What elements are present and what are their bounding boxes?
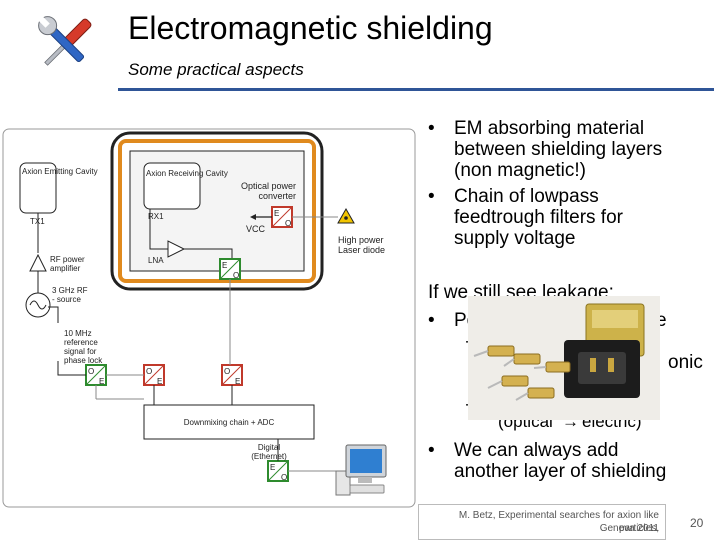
filter-photo xyxy=(468,296,660,420)
bullet-dot: • xyxy=(428,440,435,461)
footer-line1: M. Betz, Experimental searches for axion… xyxy=(458,510,659,534)
converter-e-label: E xyxy=(99,377,105,386)
bullet-dot: • xyxy=(428,186,435,207)
bullet-layer-line2: another layer of shielding xyxy=(454,461,667,482)
rf-source-label: 3 GHz RF - source xyxy=(52,286,88,304)
vcc-label: VCC xyxy=(246,224,266,234)
bullet-dot: • xyxy=(428,310,435,331)
bullet-absorbing-line3: (non magnetic!) xyxy=(454,160,587,181)
converter-o-label: O xyxy=(146,367,153,376)
converter-e-label: E xyxy=(274,209,280,218)
bullet-partial-end: e xyxy=(656,310,667,331)
bullet-absorbing-line2: between shielding layers xyxy=(454,139,663,160)
tx1-label: TX1 xyxy=(30,217,45,226)
rf-amplifier-label: RF power amplifier xyxy=(50,255,85,273)
tools-icon xyxy=(30,8,102,80)
sine-source-icon xyxy=(25,292,51,318)
digital-ethernet-label: Digital (Ethernet) xyxy=(251,443,287,461)
bullet-filters-line2: feedtrough filters for xyxy=(454,207,623,228)
bullet-filters-line3: supply voltage xyxy=(454,228,576,249)
downmixing-chain-label: Downmixing chain + ADC xyxy=(183,418,275,427)
slide-title: Electromagnetic shielding xyxy=(128,10,493,46)
bullet-layer-line1: We can always add xyxy=(454,440,619,461)
converter-o-label: O xyxy=(285,219,292,228)
converter-o-label: O xyxy=(224,367,231,376)
converter-e-label: E xyxy=(222,261,228,270)
emitting-cavity-label: Axion Emitting Cavity xyxy=(22,167,98,176)
bullet-dot: • xyxy=(428,118,435,139)
converter-e-label: E xyxy=(270,463,276,472)
bullet-absorbing-line1: EM absorbing material xyxy=(454,118,645,139)
converter-e-label: E xyxy=(235,377,241,386)
optical-power-converter-label: Optical power converter xyxy=(240,181,296,201)
title-rule xyxy=(118,88,714,91)
shielding-diagram: Axion Emitting Cavity TX1 Axion Receivin… xyxy=(0,125,420,510)
converter-o-label: O xyxy=(281,473,288,482)
footer: M. Betz, Experimental searches for axion… xyxy=(418,504,666,540)
slide-subtitle: Some practical aspects xyxy=(128,60,304,79)
footer-line2: Geneva 2011 xyxy=(599,523,659,534)
bullet-filters-line1: Chain of lowpass xyxy=(454,186,599,207)
reference-signal-label: 10 MHz reference signal for phase lock xyxy=(64,329,103,365)
laser-warning-icon xyxy=(337,207,355,224)
laser-diode-label: High power Laser diode xyxy=(338,235,386,255)
computer-icon xyxy=(334,441,390,497)
page-number: 20 xyxy=(690,516,704,530)
lna-label: LNA xyxy=(148,256,164,265)
converter-e-label: E xyxy=(157,377,163,386)
converter-o-label: O xyxy=(233,271,240,280)
converter-o-label: O xyxy=(88,367,95,376)
sub-bullet-partial-end: onic xyxy=(668,352,703,373)
receiving-cavity-label: Axion Receiving Cavity xyxy=(146,169,228,178)
rx1-label: RX1 xyxy=(148,212,164,221)
